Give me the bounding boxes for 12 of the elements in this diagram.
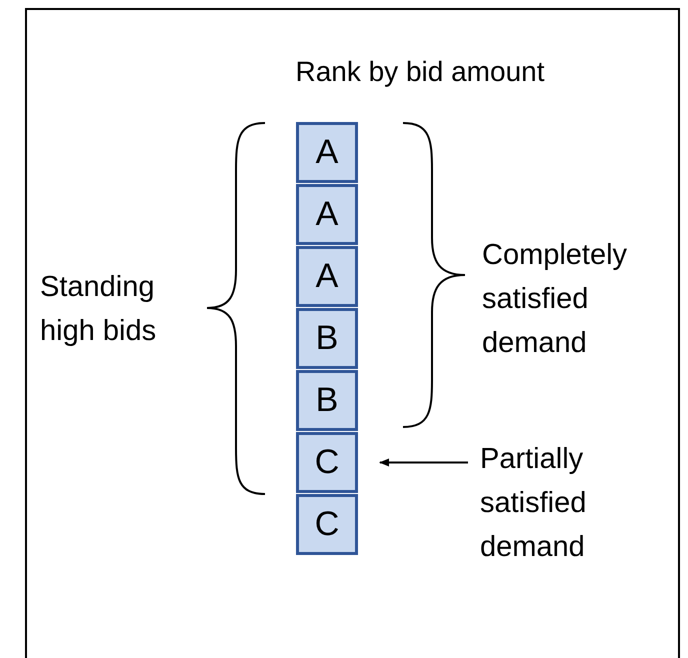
heading: Rank by bid amount xyxy=(294,55,546,89)
bid-cell: A xyxy=(296,122,358,183)
arrow xyxy=(379,458,468,466)
bid-cell: B xyxy=(296,370,358,431)
bid-cell: B xyxy=(296,308,358,369)
side-label: Completely satisfied demand xyxy=(482,238,628,361)
bid-cell: C xyxy=(296,494,358,555)
callout-text: Partially satisfied demand xyxy=(480,437,650,569)
bid-cell: A xyxy=(296,246,358,307)
bid-cell: A xyxy=(296,184,358,245)
side-label: Standing high bids xyxy=(40,270,158,349)
bid-cell: C xyxy=(296,432,358,493)
